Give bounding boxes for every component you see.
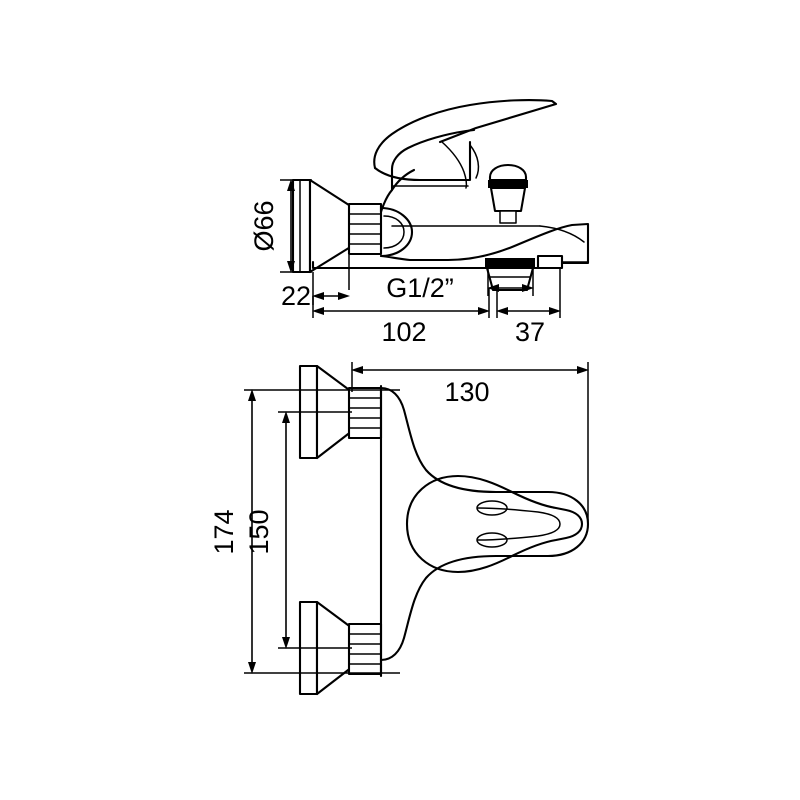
mixer-body-side [311, 128, 590, 270]
body-upper-left [379, 128, 476, 214]
arrowhead-up [287, 179, 295, 191]
dimension-label-174: 174 [209, 509, 239, 554]
dimension-outlet-marker [487, 268, 534, 296]
elbow-outer [379, 206, 414, 258]
lever-side-crease [441, 141, 468, 189]
thread-spec-label-group: G1/2” [386, 273, 454, 303]
lever-handle-plan [405, 474, 584, 574]
arrowhead-left [351, 366, 363, 374]
thread-spec-label: G1/2” [386, 273, 454, 303]
arrowhead-right [338, 292, 350, 300]
side-elevation-view: Ø66 22 G1/2” [249, 98, 590, 347]
union-nut-body [347, 386, 383, 440]
top-plan-view: 130 174 150 [209, 362, 590, 696]
lever-plan-inner [477, 507, 561, 541]
wall-escutcheon-side [291, 178, 354, 274]
dimension-label-130: 130 [444, 377, 489, 407]
inlet-union-nut-plan-lower [347, 622, 383, 676]
escutcheon-cone [308, 178, 354, 274]
spout-outlet-side [485, 258, 535, 292]
dimension-174: 174 [209, 389, 400, 674]
mixer-body-plan-outline [379, 386, 590, 662]
lever-plan-dimple-lower [476, 532, 508, 548]
diverter-collar [488, 180, 528, 188]
arrowhead-down [282, 637, 290, 649]
arrowhead-up [248, 389, 256, 401]
diverter-button-side [488, 163, 528, 224]
arrowhead-right [478, 307, 490, 315]
arrowhead-left [312, 307, 324, 315]
dimension-label-22: 22 [281, 281, 311, 311]
lever-bottom-profile [373, 140, 472, 182]
arrowhead-right [522, 284, 534, 292]
dimension-37: 37 [496, 268, 561, 347]
dimension-label-diameter-66: Ø66 [249, 200, 279, 251]
inlet-union-nut-side [347, 202, 383, 256]
outlet-collar [485, 258, 535, 268]
lever-plan-outline [405, 474, 584, 574]
arrowhead-down [287, 261, 295, 273]
dimension-150: 150 [244, 411, 352, 649]
shower-outlet-block [536, 254, 564, 270]
arrowhead-left [496, 307, 508, 315]
union-nut-body [347, 622, 383, 676]
union-nut-body [347, 202, 383, 256]
inlet-elbow-side [379, 206, 414, 258]
dimension-label-37: 37 [515, 317, 545, 347]
inlet-union-nut-plan-upper [347, 386, 383, 440]
body-lower-spout [311, 222, 590, 270]
dimension-130: 130 [351, 362, 589, 524]
lever-handle-side [373, 98, 558, 189]
arrowhead-right [549, 307, 561, 315]
elbow-inner [383, 215, 405, 249]
lever-thumb-detail [469, 144, 480, 179]
shower-outlet-side [536, 254, 589, 270]
diverter-shaft [499, 210, 517, 224]
dimension-102: 102 [312, 288, 490, 347]
dimension-label-150: 150 [244, 509, 274, 554]
arrowhead-right [577, 366, 589, 374]
arrowhead-left [487, 284, 499, 292]
lever-plan-dimple-upper [476, 500, 508, 516]
escutcheon-disc [291, 178, 312, 274]
lever-top-profile [373, 98, 558, 170]
diverter-cap [488, 163, 528, 182]
arrowhead-left [312, 292, 324, 300]
diverter-stem [489, 186, 527, 213]
body-shoulder-curve [539, 225, 585, 243]
arrowhead-up [282, 411, 290, 423]
arrowhead-down [248, 662, 256, 674]
dimension-label-102: 102 [381, 317, 426, 347]
dimension-diameter-66: Ø66 [249, 179, 312, 273]
